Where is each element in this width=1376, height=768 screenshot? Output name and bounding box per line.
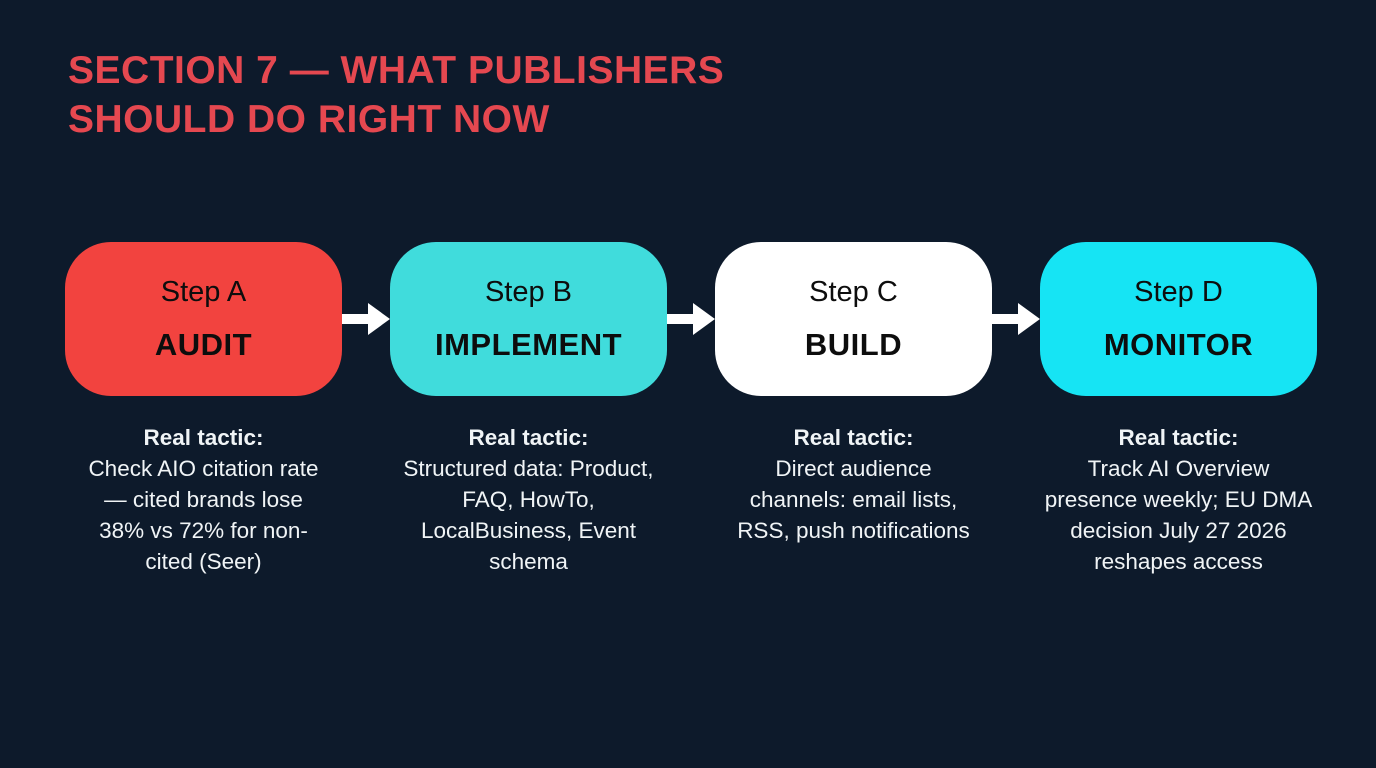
tactic-a-label: Real tactic: — [143, 425, 264, 450]
step-c-action: BUILD — [804, 326, 903, 362]
step-b-label: Step B — [484, 275, 573, 308]
step-a-action: AUDIT — [154, 326, 253, 362]
arrow-right-icon — [992, 303, 1040, 335]
tactic-d-text: Track AI Overview presence weekly; EU DM… — [1044, 456, 1313, 574]
step-c-label: Step C — [809, 275, 898, 308]
tactic-c-label: Real tactic: — [793, 425, 914, 450]
tactic-c-text: Direct audience channels: email lists, R… — [737, 456, 970, 543]
tactic-a-text: Check AIO citation rate — cited brands l… — [88, 456, 319, 574]
step-a-label: Step A — [160, 275, 247, 308]
tactic-audit: Real tactic: Check AIO citation rate — c… — [65, 422, 342, 577]
tactic-b-text: Structured data: Product, FAQ, HowTo, Lo… — [403, 456, 654, 574]
step-box-implement: Step B IMPLEMENT — [390, 242, 667, 396]
step-box-audit: Step A AUDIT — [65, 242, 342, 396]
arrow-right-icon — [342, 303, 390, 335]
step-box-build: Step C BUILD — [715, 242, 992, 396]
tactic-monitor: Real tactic: Track AI Overview presence … — [1040, 422, 1317, 577]
tactic-d-label: Real tactic: — [1118, 425, 1239, 450]
arrow-right-icon — [667, 303, 715, 335]
arrow-a-b — [342, 242, 390, 396]
tactic-b-label: Real tactic: — [468, 425, 589, 450]
step-d-label: Step D — [1134, 275, 1223, 308]
step-b-action: IMPLEMENT — [434, 326, 623, 362]
page-title: SECTION 7 — WHAT PUBLISHERS SHOULD DO RI… — [68, 46, 724, 144]
page-title-line1: SECTION 7 — WHAT PUBLISHERS — [68, 49, 725, 92]
tactic-build: Real tactic: Direct audience channels: e… — [715, 422, 992, 577]
arrow-c-d — [992, 242, 1040, 396]
step-d-action: MONITOR — [1103, 326, 1254, 362]
page-title-line2: SHOULD DO RIGHT NOW — [68, 98, 550, 141]
step-flow-diagram: Step A AUDIT Step B IMPLEMENT Step C BUI… — [65, 242, 1317, 577]
tactic-implement: Real tactic: Structured data: Product, F… — [390, 422, 667, 577]
arrow-b-c — [667, 242, 715, 396]
step-box-monitor: Step D MONITOR — [1040, 242, 1317, 396]
